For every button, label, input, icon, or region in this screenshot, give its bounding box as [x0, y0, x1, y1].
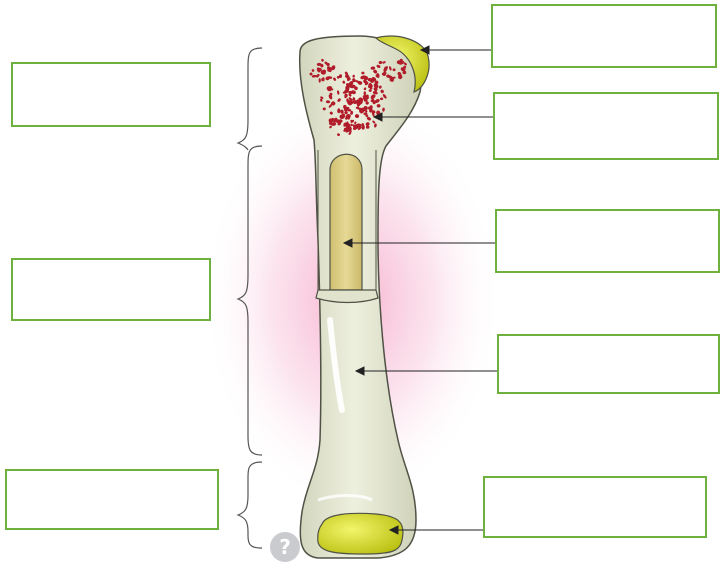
- label-box-diaphysis[interactable]: [11, 258, 211, 321]
- label-box-epiphysis[interactable]: [11, 62, 211, 127]
- articular-cartilage-bottom: [318, 513, 403, 554]
- question-mark-icon[interactable]: ?: [270, 532, 300, 562]
- svg-text:?: ?: [279, 535, 291, 559]
- label-box-articular-cartilage-bottom[interactable]: [483, 476, 707, 538]
- label-box-articular-cartilage-top[interactable]: [491, 4, 717, 68]
- spongy-dot: [359, 110, 364, 114]
- label-box-lower-epiphysis[interactable]: [5, 469, 219, 530]
- label-box-medullary-cavity[interactable]: [495, 209, 720, 273]
- medullary-cavity: [330, 154, 362, 290]
- label-box-compact-bone[interactable]: [497, 334, 720, 394]
- label-box-spongy-bone[interactable]: [493, 92, 719, 160]
- cavity-cut-edge: [316, 290, 378, 303]
- brace-epiphysis: [238, 48, 262, 150]
- brace-lower-epiphysis: [238, 462, 262, 548]
